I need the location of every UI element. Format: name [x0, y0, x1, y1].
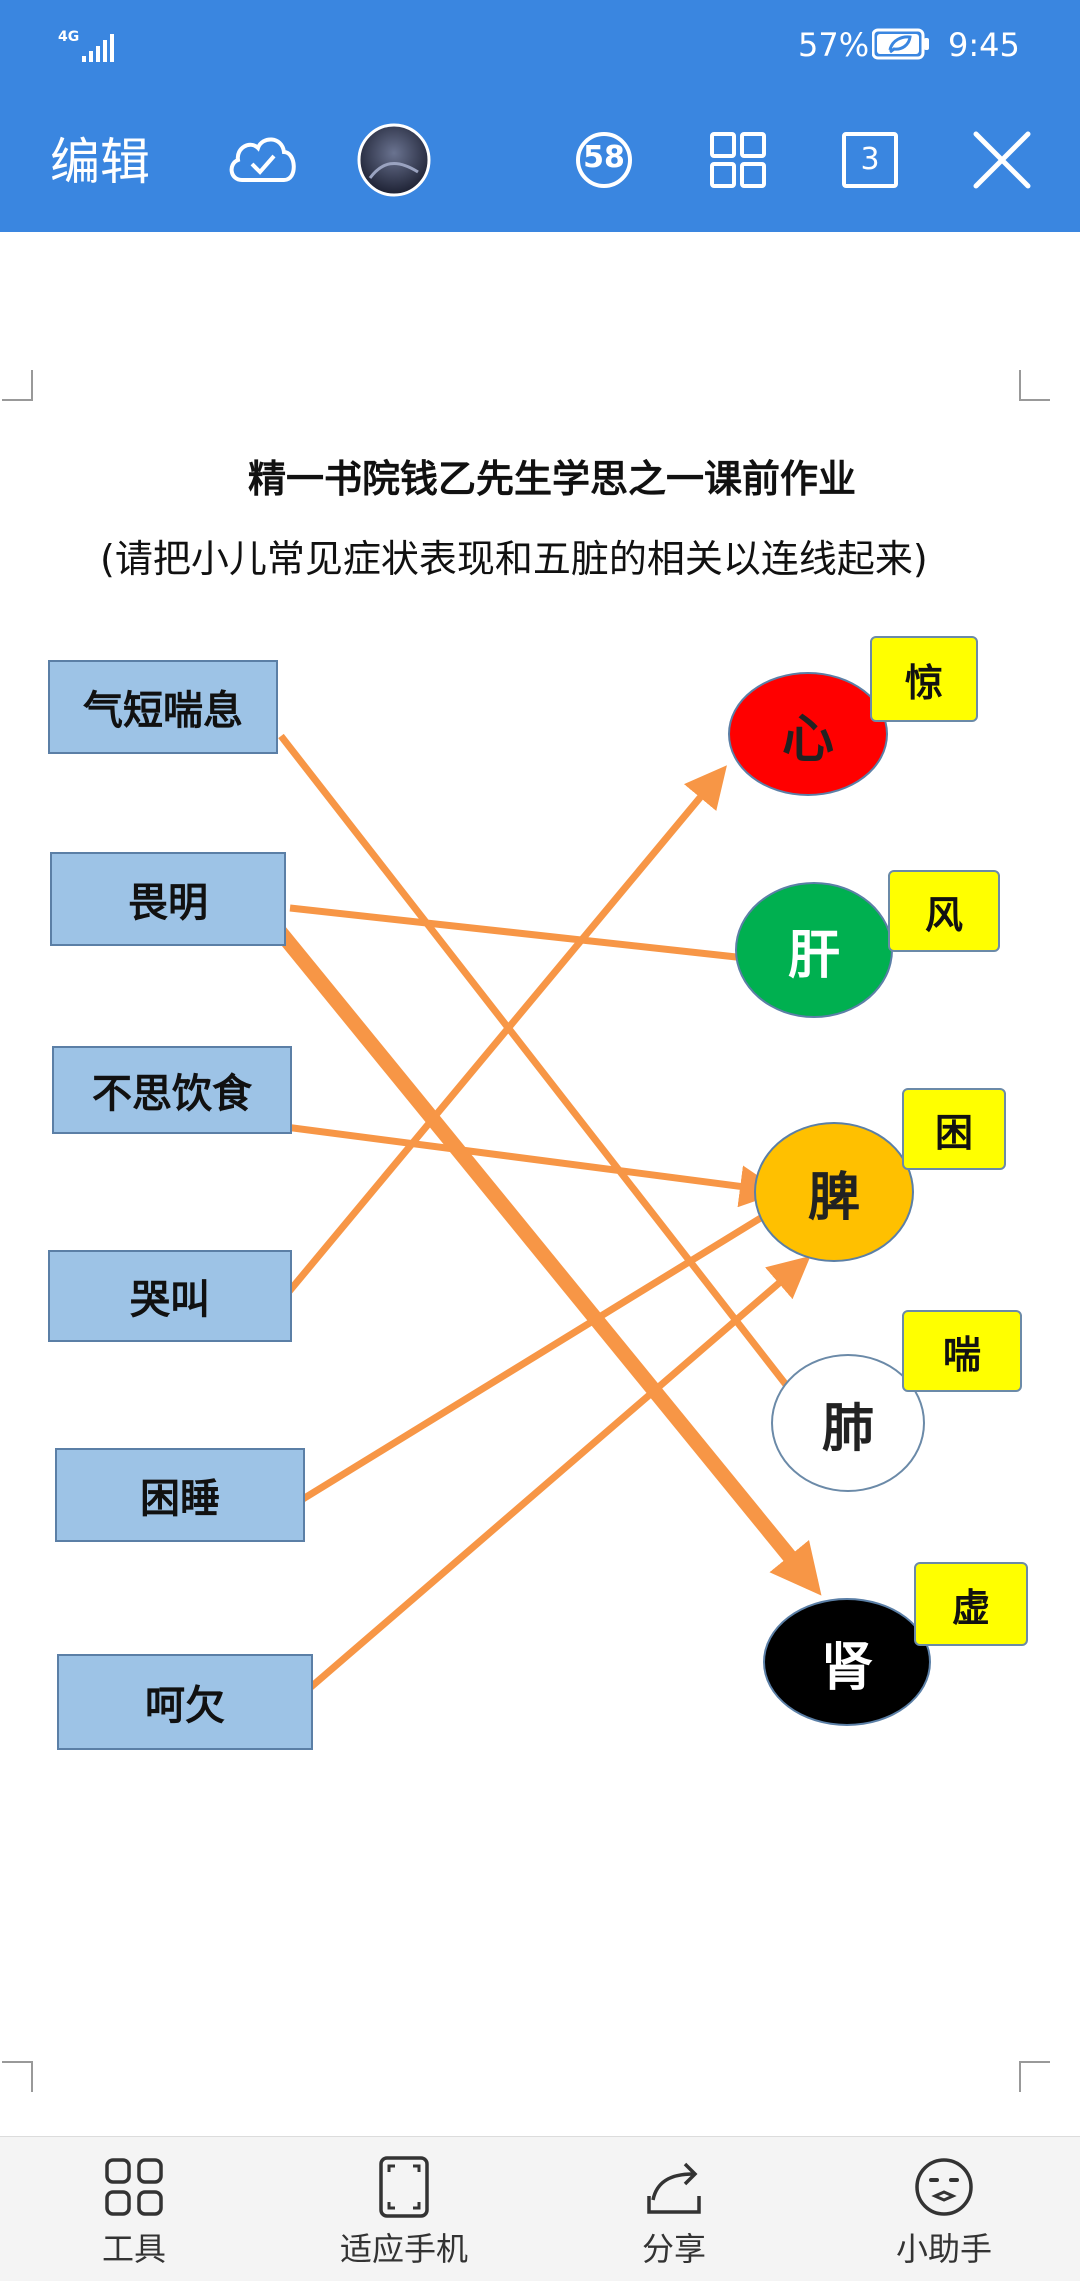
- close-icon: [973, 131, 1031, 189]
- fit-phone-label: 适应手机: [339, 2230, 468, 2268]
- tools-icon: [105, 2158, 163, 2216]
- cloud-check-icon: [229, 137, 296, 182]
- battery-icon: [872, 28, 929, 60]
- page-count-icon: [842, 132, 898, 188]
- comments-button[interactable]: 58: [566, 122, 642, 198]
- symptom-box-no-appetite: 不思饮食: [52, 1046, 292, 1134]
- signal-indicator: 4G: [58, 26, 114, 62]
- tag-sleepy: 困: [902, 1088, 1006, 1170]
- tools-button[interactable]: 工具: [34, 2148, 234, 2272]
- arrow-sleepy-spleen: [296, 1192, 802, 1505]
- avatar-image: [357, 123, 431, 197]
- pages-button[interactable]: 3: [832, 122, 908, 198]
- signal-icon: [82, 34, 114, 62]
- share-icon: [647, 2162, 701, 2214]
- share-button[interactable]: 分享: [574, 2148, 774, 2272]
- symptom-box-shortbreath: 气短喘息: [48, 660, 278, 754]
- arrow-shortbreath-lung: [278, 733, 817, 1425]
- symptom-box-sleepy: 困睡: [55, 1448, 305, 1542]
- grid-view-button[interactable]: [700, 122, 776, 198]
- page-corner-top-left: [2, 370, 33, 401]
- organ-spleen: 脾: [754, 1122, 914, 1262]
- page-corner-bottom-right: [1019, 2061, 1050, 2092]
- arrow-photophobia-kidney: [244, 890, 822, 1596]
- arrow-appetite-spleen: [269, 1121, 782, 1208]
- grid-icon: [710, 132, 766, 188]
- page-corner-bottom-left: [2, 2061, 33, 2092]
- edit-button[interactable]: 编辑: [50, 133, 150, 191]
- network-type: 4G: [58, 29, 80, 45]
- top-bar: 4G 57% 9:45 编辑: [0, 0, 1080, 232]
- assistant-label: 小助手: [895, 2230, 992, 2268]
- arrow-photophobia-liver: [289, 904, 814, 982]
- arrow-crying-heart: [279, 765, 727, 1303]
- tag-deficiency: 虚: [914, 1562, 1028, 1646]
- symptom-box-yawning: 呵欠: [57, 1654, 313, 1750]
- share-label: 分享: [641, 2230, 706, 2268]
- clock: 9:45: [948, 26, 1020, 64]
- fit-screen-icon: [379, 2156, 429, 2218]
- comment-count: 58: [583, 140, 625, 175]
- document-subtitle: (请把小儿常见症状表现和五脏的相关以连线起来): [100, 537, 928, 581]
- tag-wind: 风: [888, 870, 1000, 952]
- comment-count-icon: [576, 132, 632, 188]
- cloud-sync-button[interactable]: [224, 122, 300, 198]
- organ-lung: 肺: [771, 1354, 925, 1492]
- symptom-box-photophobia: 畏明: [50, 852, 286, 946]
- page-count: 3: [860, 142, 880, 177]
- organ-kidney: 肾: [763, 1598, 931, 1726]
- page-corner-top-right: [1019, 370, 1050, 401]
- close-button[interactable]: [964, 122, 1040, 198]
- organ-liver: 肝: [735, 882, 893, 1018]
- battery-percent: 57%: [798, 26, 870, 64]
- assistant-icon: [915, 2158, 973, 2216]
- tools-label: 工具: [101, 2230, 166, 2268]
- avatar[interactable]: [356, 122, 432, 198]
- document-title: 精一书院钱乙先生学思之一课前作业: [248, 457, 857, 501]
- symptom-box-crying: 哭叫: [48, 1250, 292, 1342]
- tag-pant: 喘: [902, 1310, 1022, 1392]
- assistant-button[interactable]: 小助手: [844, 2148, 1044, 2272]
- fit-phone-button[interactable]: 适应手机: [304, 2148, 504, 2272]
- arrow-yawning-spleen: [279, 1255, 811, 1715]
- bottom-bar: [0, 2136, 1080, 2281]
- tag-fright: 惊: [870, 636, 978, 722]
- organ-heart: 心: [728, 672, 888, 796]
